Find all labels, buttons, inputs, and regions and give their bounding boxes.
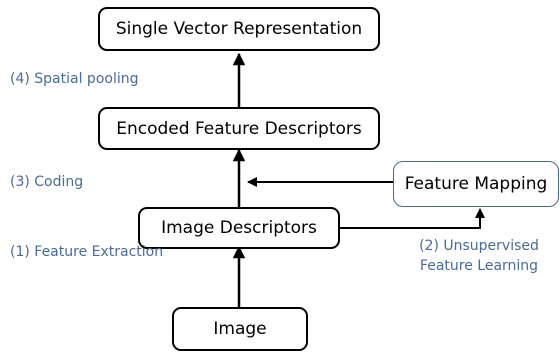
node-image: Image xyxy=(172,307,308,351)
step-feature-extraction: (1) Feature Extraction xyxy=(10,244,164,260)
node-feature-mapping: Feature Mapping xyxy=(393,161,559,207)
node-single-vector-representation: Single Vector Representation xyxy=(98,7,380,51)
node-encoded-feature-descriptors: Encoded Feature Descriptors xyxy=(98,107,380,150)
step-unsupervised-line-1: (2) Unsupervised xyxy=(419,238,539,254)
step-unsupervised-line-2: Feature Learning xyxy=(419,258,539,274)
step-coding: (3) Coding xyxy=(10,174,84,190)
step-unsupervised-feature-learning: (2) Unsupervised Feature Learning xyxy=(408,236,550,276)
node-image-descriptors: Image Descriptors xyxy=(138,207,340,249)
step-spatial-pooling: (4) Spatial pooling xyxy=(10,71,139,87)
arrow-descriptors-to-mapping xyxy=(340,208,485,229)
